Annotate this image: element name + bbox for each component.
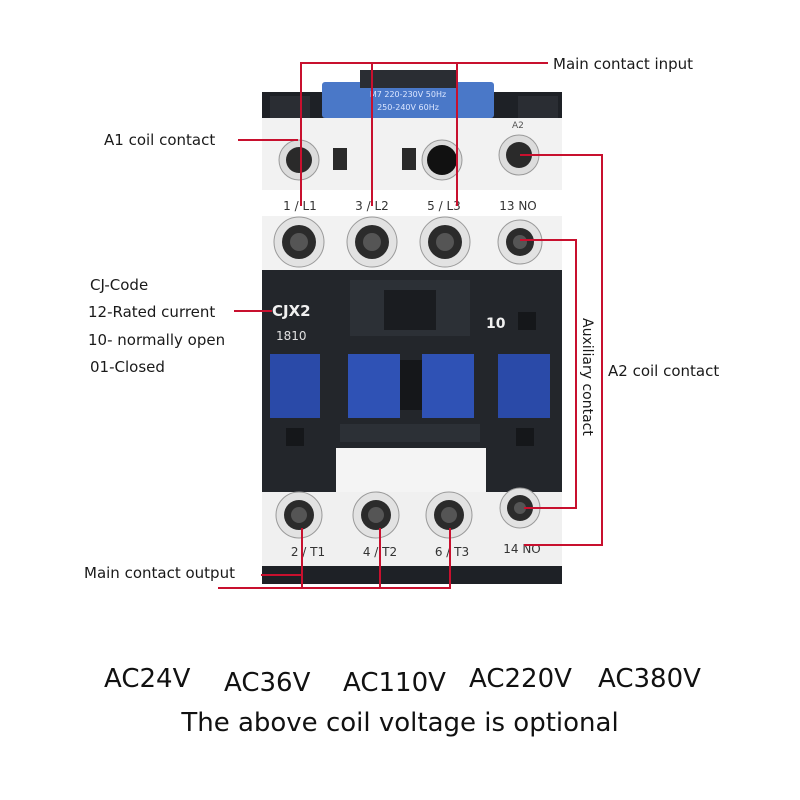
lower-window-right <box>516 428 534 446</box>
blue-cover-4 <box>498 354 550 418</box>
coil-slot <box>402 148 416 170</box>
armature-window <box>384 290 436 330</box>
footer-note: The above coil voltage is optional <box>181 708 619 738</box>
lower-ribs <box>340 424 480 442</box>
blue-cover-2 <box>348 354 400 418</box>
leader-lines <box>218 62 603 589</box>
a2-mark: A2 <box>512 121 524 131</box>
coil-plate <box>322 82 494 118</box>
label-main-input: Main contact input <box>553 55 694 73</box>
label-main-output: Main contact output <box>84 564 235 582</box>
top-label-strip <box>262 190 562 216</box>
terminal-screw-t2 <box>352 491 400 539</box>
brand-label: CJX2 <box>272 302 311 320</box>
terminal-label-t1: 2 / T1 <box>291 545 325 559</box>
coil-plate-line-2: 250-240V 60Hz <box>377 103 439 112</box>
center-slot <box>400 360 422 410</box>
model-label: 1810 <box>276 329 307 343</box>
indicator-window <box>518 312 536 330</box>
leader-aux <box>520 239 577 509</box>
terminal-screw-l1 <box>273 216 325 268</box>
code-line-4: 01-Closed <box>90 358 165 376</box>
code-line-2: 12-Rated current <box>88 303 216 321</box>
bottom-frame <box>262 566 562 584</box>
coil-slot <box>333 148 347 170</box>
terminal-screw-13no <box>497 219 543 265</box>
terminal-screw-l2 <box>346 216 398 268</box>
code-line-3: 10- normally open <box>88 331 226 349</box>
leader-main-output <box>218 528 451 589</box>
terminal-screw-t1 <box>275 491 323 539</box>
voltage-option-4: AC220V <box>469 664 572 694</box>
code-line-1: CJ-Code <box>90 276 149 294</box>
coil-plate-clip <box>360 70 456 88</box>
voltage-option-1: AC24V <box>104 664 191 694</box>
lower-white-window <box>336 448 486 494</box>
leader-main-input <box>300 62 548 206</box>
lower-window-left <box>286 428 304 446</box>
coil-screw-center <box>421 139 463 181</box>
label-auxiliary: Auxiliary contact <box>579 318 595 436</box>
voltage-option-5: AC380V <box>598 664 701 694</box>
terminal-label-t3: 6 / T3 <box>435 545 469 559</box>
blue-cover-3 <box>422 354 474 418</box>
voltage-option-3: AC110V <box>343 668 446 698</box>
terminal-label-l3: 5 / L3 <box>427 199 461 213</box>
coil-plate-line-1: M7 220-230V 50Hz <box>370 90 446 99</box>
terminal-screw-14no <box>499 487 541 529</box>
aux-code-label: 10 <box>486 316 506 332</box>
label-a1-coil: A1 coil contact <box>104 131 216 149</box>
blue-cover-1 <box>270 354 320 418</box>
terminal-screw-t3 <box>425 491 473 539</box>
voltage-option-2: AC36V <box>224 668 311 698</box>
leader-a2 <box>520 154 603 546</box>
terminal-label-13no: 13 NO <box>499 199 537 213</box>
label-a2-coil: A2 coil contact <box>608 362 720 380</box>
terminal-screw-l3 <box>419 216 471 268</box>
coil-screw-a1 <box>278 139 320 181</box>
